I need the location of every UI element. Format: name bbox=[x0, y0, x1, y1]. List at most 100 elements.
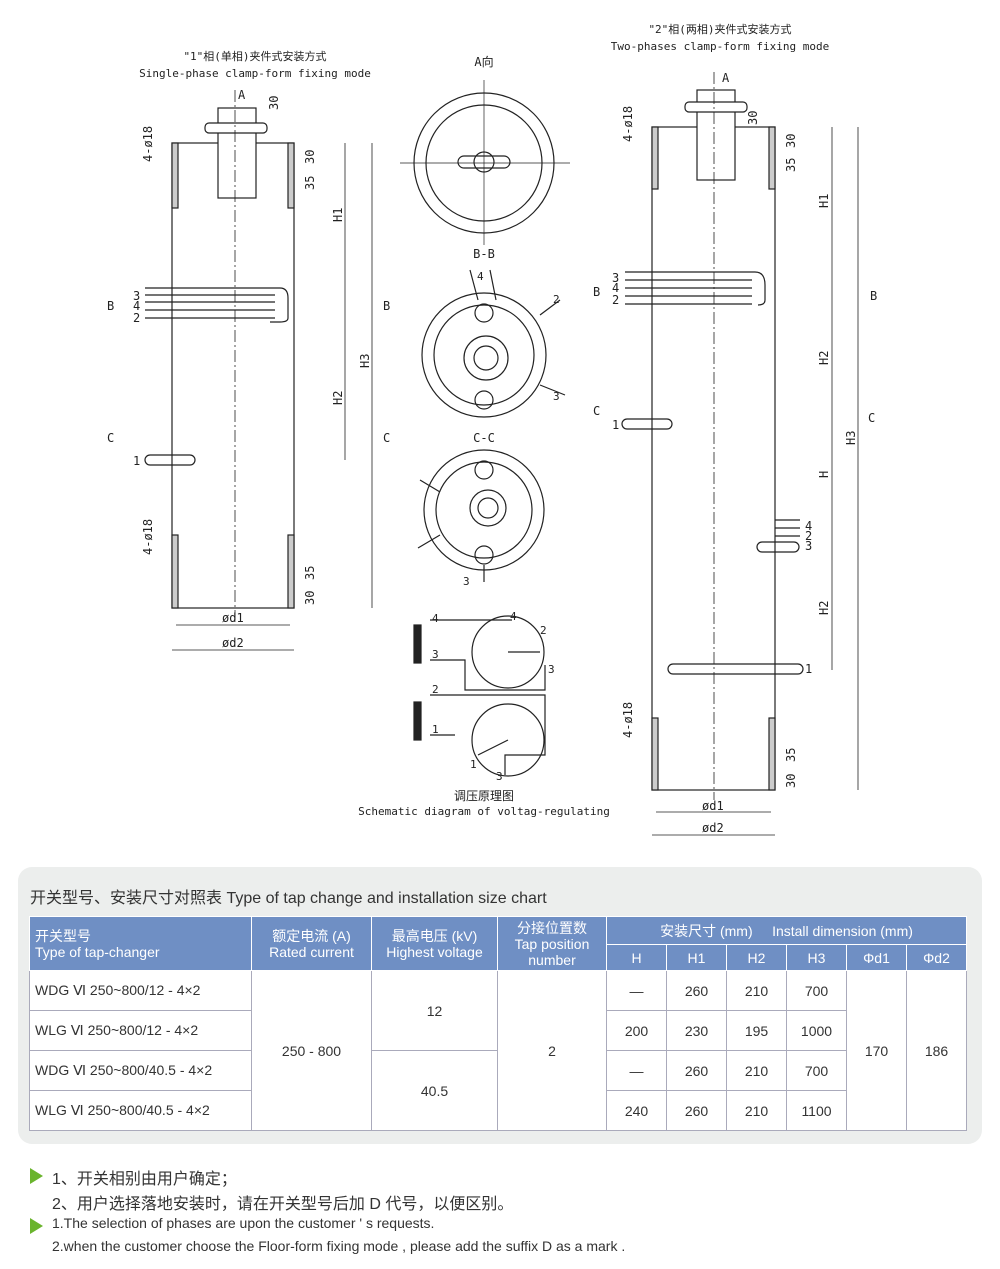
svg-text:3: 3 bbox=[548, 663, 555, 676]
svg-text:H2: H2 bbox=[817, 351, 831, 365]
right-title-en: Two-phases clamp-form fixing mode bbox=[611, 40, 830, 53]
svg-text:35: 35 bbox=[303, 176, 317, 190]
svg-text:4-ø18: 4-ø18 bbox=[141, 126, 155, 162]
svg-text:4-ø18: 4-ø18 bbox=[621, 106, 635, 142]
svg-text:3: 3 bbox=[553, 390, 560, 403]
svg-text:1: 1 bbox=[432, 723, 439, 736]
svg-text:C: C bbox=[383, 431, 390, 445]
schematic-title-en: Schematic diagram of voltag-regulating bbox=[358, 805, 610, 818]
svg-text:B: B bbox=[870, 289, 877, 303]
note-cn-2: 2、用户选择落地安装时，请在开关型号后加 D 代号，以便区别。 bbox=[52, 1196, 514, 1213]
svg-text:4: 4 bbox=[133, 299, 140, 313]
svg-text:3: 3 bbox=[463, 575, 470, 588]
header-h: H bbox=[606, 944, 667, 971]
header-d1: Φd1 bbox=[846, 944, 907, 971]
svg-text:ød1: ød1 bbox=[222, 611, 244, 625]
note-en-1: 1.The selection of phases are upon the c… bbox=[30, 1215, 625, 1238]
svg-text:C: C bbox=[593, 404, 600, 418]
svg-text:3: 3 bbox=[432, 648, 439, 661]
svg-text:30: 30 bbox=[784, 774, 798, 788]
svg-text:35: 35 bbox=[784, 748, 798, 762]
svg-text:A: A bbox=[722, 71, 730, 85]
svg-text:H1: H1 bbox=[331, 208, 345, 222]
table-row: WDG Ⅵ 250~800/12 - 4×2 250 - 800 12 2 —2… bbox=[29, 970, 967, 1131]
header-d2: Φd2 bbox=[906, 944, 967, 971]
header-h1: H1 bbox=[666, 944, 727, 971]
svg-text:A: A bbox=[238, 88, 246, 102]
svg-text:C: C bbox=[868, 411, 875, 425]
svg-text:1: 1 bbox=[470, 758, 477, 771]
svg-text:2: 2 bbox=[540, 624, 547, 637]
svg-text:A向: A向 bbox=[474, 54, 493, 69]
svg-text:2: 2 bbox=[133, 311, 140, 325]
d1-cell: 170 bbox=[846, 970, 907, 1131]
svg-text:B: B bbox=[107, 299, 114, 313]
svg-text:C: C bbox=[107, 431, 114, 445]
svg-text:3: 3 bbox=[612, 271, 619, 285]
svg-text:3: 3 bbox=[805, 539, 812, 553]
svg-text:30: 30 bbox=[784, 134, 798, 148]
svg-text:H1: H1 bbox=[817, 194, 831, 208]
header-h3: H3 bbox=[786, 944, 847, 971]
technical-drawings: "1"相(单相)夹件式安装方式 Single-phase clamp-form … bbox=[107, 22, 877, 836]
svg-text:30: 30 bbox=[746, 111, 760, 125]
svg-text:4: 4 bbox=[612, 281, 619, 295]
svg-text:35: 35 bbox=[784, 158, 798, 172]
header-h2: H2 bbox=[726, 944, 787, 971]
left-title-cn: "1"相(单相)夹件式安装方式 bbox=[183, 49, 326, 63]
svg-text:4-ø18: 4-ø18 bbox=[621, 702, 635, 738]
svg-text:2: 2 bbox=[432, 683, 439, 696]
svg-text:ød1: ød1 bbox=[702, 799, 724, 813]
svg-text:30: 30 bbox=[303, 591, 317, 605]
svg-text:B-B: B-B bbox=[473, 247, 495, 261]
note-en-2: 2.when the customer choose the Floor-for… bbox=[52, 1238, 626, 1254]
bullet-triangle-icon bbox=[30, 1168, 43, 1184]
voltage-cell: 40.5 bbox=[371, 1050, 498, 1131]
svg-text:H2: H2 bbox=[331, 391, 345, 405]
table-title: 开关型号、安装尺寸对照表 Type of tap change and inst… bbox=[30, 890, 547, 907]
single-phase-drawing: "1"相(单相)夹件式安装方式 Single-phase clamp-form … bbox=[107, 49, 390, 651]
svg-text:ød2: ød2 bbox=[702, 821, 724, 835]
svg-text:3: 3 bbox=[133, 289, 140, 303]
svg-text:C-C: C-C bbox=[473, 431, 495, 445]
svg-text:30: 30 bbox=[303, 150, 317, 164]
header-install: 安装尺寸 (mm) Install dimension (mm) bbox=[606, 916, 967, 945]
section-views: A向 B-B 423 C-C 3 43 21 423 13 调压原理图 Sche… bbox=[358, 54, 610, 818]
svg-text:4-ø18: 4-ø18 bbox=[141, 519, 155, 555]
svg-text:2: 2 bbox=[612, 293, 619, 307]
svg-text:ød2: ød2 bbox=[222, 636, 244, 650]
svg-text:4: 4 bbox=[432, 612, 439, 625]
svg-text:B: B bbox=[593, 285, 600, 299]
header-current: 额定电流 (A)Rated current bbox=[251, 916, 372, 971]
svg-text:H: H bbox=[817, 471, 831, 478]
notes: 1、开关相别由用户确定； 2、用户选择落地安装时，请在开关型号后加 D 代号，以… bbox=[30, 1165, 625, 1261]
left-title-en: Single-phase clamp-form fixing mode bbox=[139, 67, 371, 80]
two-phase-drawing: "2"相(两相)夹件式安装方式 Two-phases clamp-form fi… bbox=[593, 22, 877, 836]
svg-text:2: 2 bbox=[805, 529, 812, 543]
svg-text:H3: H3 bbox=[844, 431, 858, 445]
schematic-title-cn: 调压原理图 bbox=[454, 789, 514, 803]
right-title-cn: "2"相(两相)夹件式安装方式 bbox=[648, 22, 791, 36]
voltage-cell: 12 bbox=[371, 970, 498, 1051]
svg-text:1: 1 bbox=[612, 418, 619, 432]
svg-text:30: 30 bbox=[267, 96, 281, 110]
note-cn-1: 1、开关相别由用户确定； bbox=[30, 1165, 625, 1190]
header-voltage: 最高电压 (kV)Highest voltage bbox=[371, 916, 498, 971]
svg-text:4: 4 bbox=[805, 519, 812, 533]
svg-text:H2: H2 bbox=[817, 601, 831, 615]
tap-cell: 2 bbox=[497, 970, 607, 1131]
svg-text:1: 1 bbox=[133, 454, 140, 468]
d2-cell: 186 bbox=[906, 970, 967, 1131]
svg-text:1: 1 bbox=[805, 662, 812, 676]
svg-text:3: 3 bbox=[496, 770, 503, 783]
svg-text:B: B bbox=[383, 299, 390, 313]
svg-text:4: 4 bbox=[477, 270, 484, 283]
svg-text:4: 4 bbox=[510, 610, 517, 623]
current-cell: 250 - 800 bbox=[251, 970, 372, 1131]
